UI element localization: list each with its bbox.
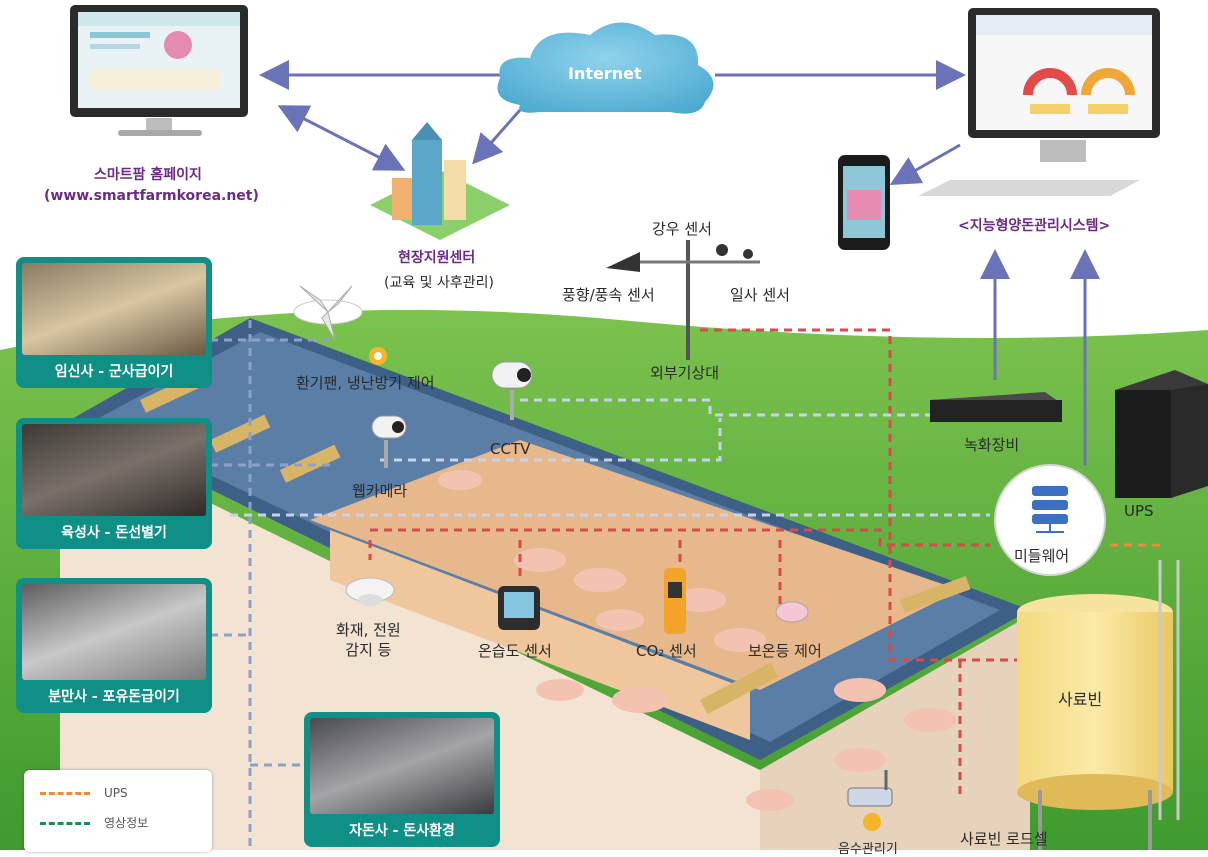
middleware-label: 미들웨어 <box>1014 547 1070 565</box>
ups-device-icon <box>1115 370 1208 498</box>
fire-sensor-icon <box>345 577 395 606</box>
homepage-title: 스마트팜 홈페이지 <box>94 167 202 183</box>
recorder-device-icon <box>930 392 1062 422</box>
grower-photo <box>22 424 206 516</box>
wind-sensor-label: 풍향/풍속 센서 <box>562 286 655 304</box>
feed-silo-icon <box>1017 560 1180 850</box>
system-title: <지능형양돈관리시스템> <box>958 218 1111 234</box>
internet-cloud-icon <box>497 22 714 114</box>
legend-item-ups: UPS <box>40 786 128 800</box>
middleware-server-icon <box>994 464 1106 576</box>
rain-sensor-label: 강우 센서 <box>652 220 712 238</box>
photo-card-gestation: 임신사 - 군사급이기 <box>16 257 212 388</box>
photo-card-label: 분만사 - 포유돈급이기 <box>48 689 180 705</box>
gear-icon <box>369 347 387 365</box>
webcam-label: 웹카메라 <box>352 482 408 500</box>
photo-card-label: 임신사 - 군사급이기 <box>54 364 174 380</box>
heat-control-label: 보온등 제어 <box>748 642 822 660</box>
weather-station-icon <box>606 240 760 360</box>
solar-sensor-label: 일사 센서 <box>730 286 790 304</box>
legend-swatch <box>40 792 90 795</box>
fan-control-label: 환기팬, 냉난방기 제어 <box>296 374 435 392</box>
barn-building <box>60 318 1030 850</box>
weather-station-label: 외부기상대 <box>650 364 720 382</box>
nursery-photo <box>310 718 494 814</box>
support-center-title: 현장지원센터 <box>398 250 476 266</box>
loadcell-label: 사료빈 로드셀 <box>960 830 1048 848</box>
gear-icon-water <box>863 813 881 831</box>
water-manager-icon <box>847 770 893 807</box>
th-sensor-label: 온습도 센서 <box>478 642 552 660</box>
legend-swatch <box>40 822 90 825</box>
homepage-monitor-icon <box>70 5 248 136</box>
homepage-url[interactable]: (www.smartfarmkorea.net) <box>44 188 259 204</box>
photo-card-nursery: 자돈사 - 돈사환경 <box>304 712 500 847</box>
legend-item-video: 영상정보 <box>40 814 148 831</box>
legend: UPS 영상정보 <box>24 770 212 852</box>
co2-sensor-icon <box>664 568 686 634</box>
silo-label: 사료빈 <box>1058 690 1103 709</box>
photo-card-label: 자돈사 - 돈사환경 <box>349 823 455 839</box>
smartphone-icon <box>838 155 890 250</box>
gestation-photo <box>22 263 206 355</box>
photo-card-grower: 육성사 - 돈선별기 <box>16 418 212 549</box>
webcam-icon <box>371 415 407 468</box>
heat-lamp-icon <box>775 601 809 623</box>
fire-sensor-label: 화재, 전원 감지 등 <box>336 621 401 659</box>
photo-card-label: 육성사 - 돈선별기 <box>61 525 167 541</box>
temperature-humidity-sensor-icon <box>498 586 540 630</box>
recorder-label: 녹화장비 <box>964 436 1020 454</box>
cctv-camera-icon <box>491 361 533 420</box>
photo-card-farrowing: 분만사 - 포유돈급이기 <box>16 578 212 713</box>
ventilation-fan-icon <box>293 285 363 341</box>
internet-label: Internet <box>568 64 642 83</box>
cctv-label: CCTV <box>490 440 531 458</box>
system-monitor-icon <box>918 8 1160 196</box>
co2-sensor-label: CO₂ 센서 <box>636 642 697 660</box>
ups-label: UPS <box>1124 502 1154 520</box>
support-center-building-icon <box>370 122 510 240</box>
farrowing-photo <box>22 584 206 680</box>
water-manager-label: 음수관리기 <box>838 842 898 857</box>
support-center-subtitle: (교육 및 사후관리) <box>384 275 494 291</box>
